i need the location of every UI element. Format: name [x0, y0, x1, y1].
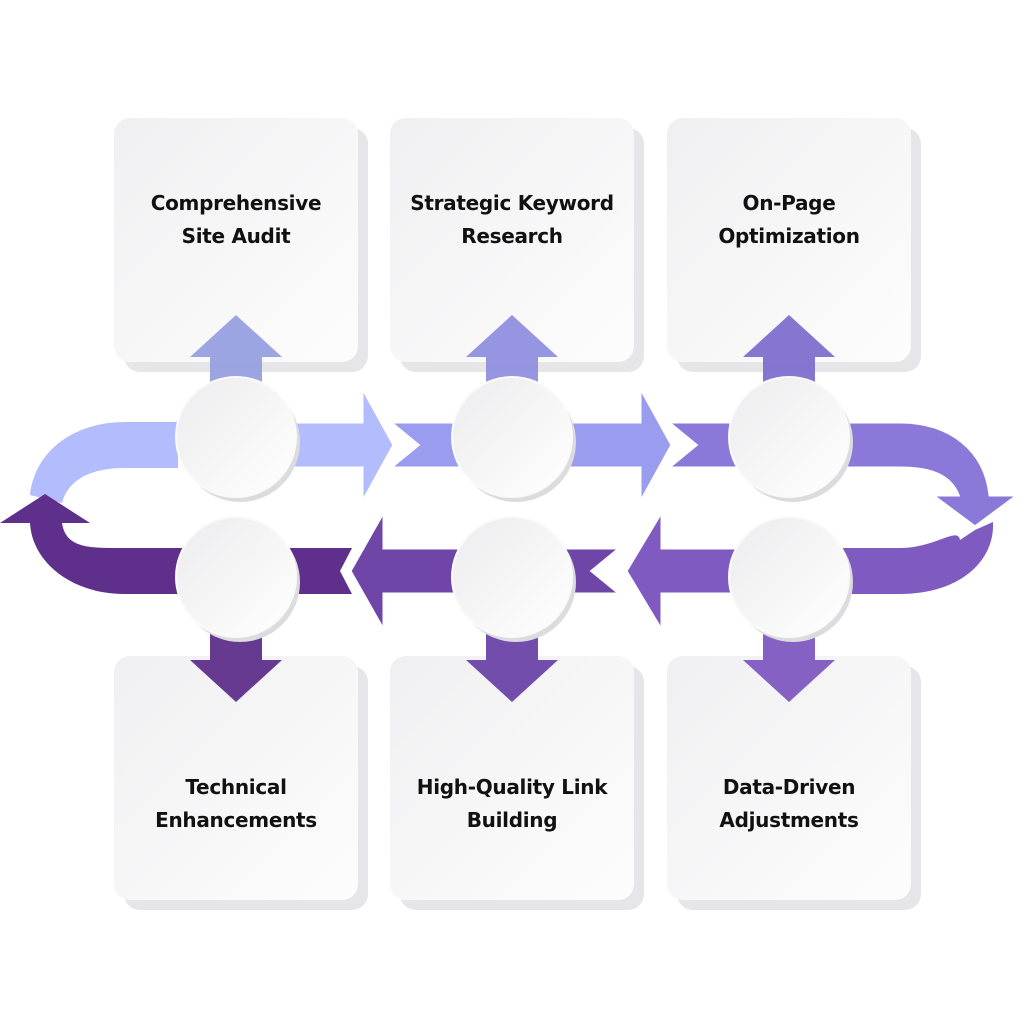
- step-card-face: [667, 656, 911, 900]
- branch-arrow-up: [466, 315, 558, 397]
- step-label: Data-Driven: [723, 775, 855, 799]
- branch-arrow-up: [743, 315, 835, 397]
- step-node-face: [175, 376, 297, 498]
- flow-loop-bottom-left-arrow: [0, 494, 178, 594]
- step-node-face: [728, 376, 850, 498]
- step-label: Research: [461, 224, 563, 248]
- step-node[interactable]: [451, 376, 576, 502]
- step-label: Comprehensive: [151, 191, 322, 215]
- step-card-face: [114, 656, 358, 900]
- step-node[interactable]: [451, 516, 576, 642]
- step-node-face: [175, 516, 297, 638]
- step-node[interactable]: [175, 376, 300, 502]
- step-label: Adjustments: [719, 808, 858, 832]
- step-label: Optimization: [718, 224, 859, 248]
- step-label: On-Page: [743, 191, 836, 215]
- step-node-face: [728, 516, 850, 638]
- flow-arrow-right-1: [288, 386, 396, 504]
- step-node[interactable]: [728, 516, 853, 642]
- step-card-face: [390, 656, 634, 900]
- step-label: Technical: [185, 775, 286, 799]
- step-card-face: [390, 118, 634, 362]
- step-label: Site Audit: [182, 224, 292, 248]
- step-node[interactable]: [175, 516, 300, 642]
- step-label: Building: [467, 808, 558, 832]
- step-label: Enhancements: [155, 808, 317, 832]
- step-node[interactable]: [728, 376, 853, 502]
- branch-arrow-up: [190, 315, 282, 397]
- flow-loop-top-left: [30, 422, 178, 503]
- step-card-face: [114, 118, 358, 362]
- step-node-face: [451, 376, 573, 498]
- step-label: High-Quality Link: [417, 775, 608, 799]
- step-label: Strategic Keyword: [410, 191, 613, 215]
- step-card-face: [667, 118, 911, 362]
- step-node-face: [451, 516, 573, 638]
